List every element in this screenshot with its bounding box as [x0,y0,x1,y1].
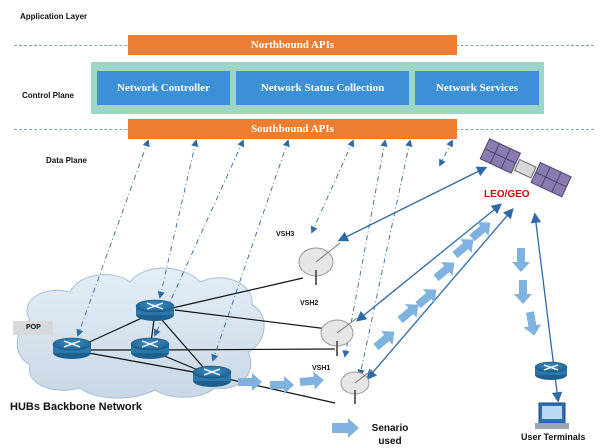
control-plane-label: Control Plane [22,91,75,100]
southbound-apis-bar: Southbound APIs [128,119,457,139]
router-icon [135,299,175,321]
legend-label: Senario used [371,423,409,447]
vsh1-label: VSH1 [312,365,331,372]
northbound-apis-bar: Northbound APIs [128,35,457,55]
router-icon [130,337,170,359]
router-icon [534,361,568,380]
user-terminals-label: User Terminals [521,432,586,442]
satellite-label: LEO/GEO [484,189,530,200]
satellite-dish-icon [320,317,358,356]
network-services-box: Network Services [415,71,539,105]
pop-box [13,321,53,335]
network-status-collection-box: Network Status Collection [236,71,409,105]
vsh3-label: VSH3 [276,231,295,238]
vsh2-label: VSH2 [300,300,319,307]
data-plane-label: Data Plane [46,156,87,165]
network-controller-box: Network Controller [97,71,230,105]
satellite-dish-icon [340,369,373,404]
pop-label: POP [26,324,41,331]
backbone-label: HUBs Backbone Network [10,401,143,413]
flow-arrows [238,222,542,438]
router-icon [192,365,232,387]
satellite-dish-icon [298,242,341,285]
application-layer-label: Application Layer [20,12,88,21]
computer-icon [535,402,569,429]
router-icon [52,337,92,359]
satellite-icon [479,138,572,198]
